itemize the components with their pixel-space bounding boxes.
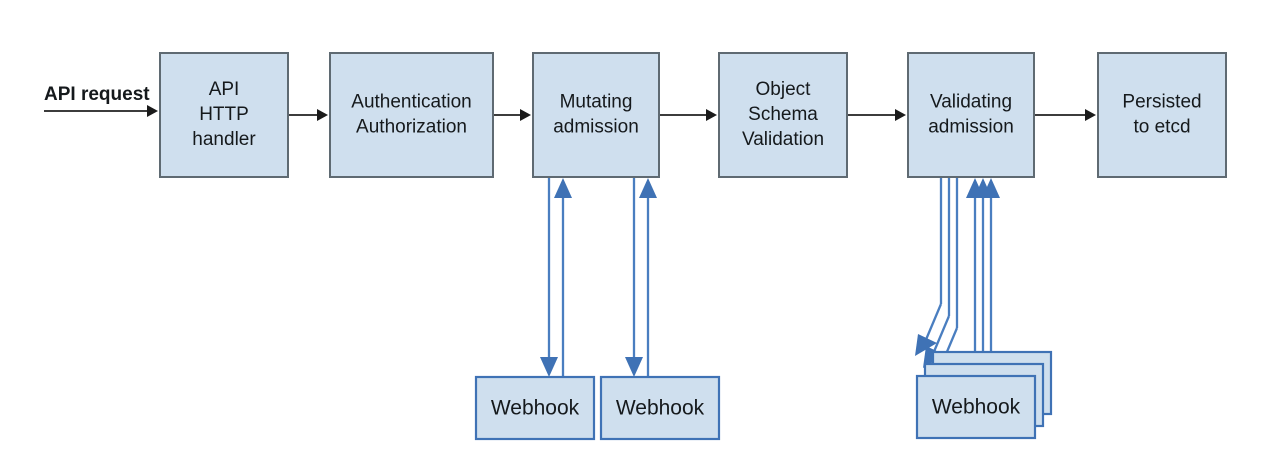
webhook-up-arrowhead	[639, 178, 657, 198]
flow-arrow-schema-to-validating	[847, 109, 906, 121]
flow-arrow-head	[520, 109, 531, 121]
stage-mutating-admission[interactable]: Mutating admission	[532, 52, 660, 178]
flow-arrow-layer	[288, 109, 1096, 121]
stage-label-authentication-authorization: Authentication	[351, 92, 471, 113]
stage-api-http-handler[interactable]: API HTTP handler	[159, 52, 289, 178]
stage-label-validating-admission: Validating	[930, 92, 1012, 113]
webhook-arrows-mutating-webhook-2	[625, 178, 657, 377]
stage-box-validating-admission	[907, 52, 1035, 178]
entry-label-layer: API request	[44, 84, 158, 117]
stage-label-validating-admission: admission	[928, 117, 1014, 138]
webhook-down-arrowhead	[625, 357, 643, 377]
stage-label-persisted-to-etcd: to etcd	[1133, 117, 1190, 138]
webhook-down-arrowhead	[540, 357, 558, 377]
webhook-stack-down-arrowhead	[915, 334, 937, 356]
flow-arrow-head	[895, 109, 906, 121]
stage-box-authentication-authorization	[329, 52, 494, 178]
stage-persisted-to-etcd[interactable]: Persisted to etcd	[1097, 52, 1227, 178]
entry-arrow: API request	[44, 84, 158, 117]
webhook-label: Webhook	[932, 396, 1021, 419]
webhook-stack-down-diagonal	[931, 315, 951, 355]
webhook-box	[599, 375, 721, 441]
stage-label-mutating-admission: Mutating	[560, 92, 633, 113]
stage-label-persisted-to-etcd: Persisted	[1122, 92, 1201, 113]
stage-label-object-schema-validation: Object	[756, 79, 812, 100]
webhook-stack-down-diagonal	[923, 303, 943, 343]
webhook-mutating-webhook-2[interactable]: Webhook	[599, 375, 721, 441]
flow-arrow-head	[1085, 109, 1096, 121]
flow-arrow-auth-to-mutating	[493, 109, 531, 121]
stage-box-api-http-handler	[159, 52, 289, 178]
stage-label-api-http-handler: API	[209, 79, 240, 100]
stage-box-layer: API HTTP handler AuthenticationAuthorizatio…	[159, 52, 1227, 178]
webhook-box	[474, 375, 596, 441]
webhook-box-layer: Webhook Webhook Webhook	[474, 350, 1053, 441]
flow-arrow-mutating-to-schema	[659, 109, 717, 121]
webhook-arrows-mutating-webhook-1	[540, 178, 572, 377]
webhook-label: Webhook	[491, 397, 580, 420]
stage-label-object-schema-validation: Schema	[748, 104, 818, 125]
entry-label: API request	[44, 84, 150, 105]
flow-arrow-handler-to-auth	[288, 109, 328, 121]
stage-label-object-schema-validation: Validation	[742, 129, 824, 150]
webhook-mutating-webhook-1[interactable]: Webhook	[474, 375, 596, 441]
entry-arrow-head	[147, 105, 158, 117]
webhook-arrows-validating-webhook-stack	[915, 178, 1000, 380]
webhook-stack-validating-webhook-stack[interactable]: Webhook	[915, 350, 1053, 440]
stage-label-api-http-handler: HTTP	[199, 104, 249, 125]
stage-box-persisted-to-etcd	[1097, 52, 1227, 178]
stage-box-mutating-admission	[532, 52, 660, 178]
stage-validating-admission[interactable]: Validating admission	[907, 52, 1035, 178]
stage-label-mutating-admission: admission	[553, 117, 639, 138]
flow-arrow-validating-to-etcd	[1034, 109, 1096, 121]
webhook-box	[915, 374, 1037, 440]
webhook-label: Webhook	[616, 397, 705, 420]
flow-arrow-head	[317, 109, 328, 121]
stage-label-api-http-handler: handler	[192, 129, 256, 150]
webhook-up-arrowhead	[554, 178, 572, 198]
webhook-stack-up-arrowhead	[982, 178, 1000, 198]
webhook-arrow-layer	[540, 178, 1000, 380]
stage-label-authentication-authorization: Authorization	[356, 117, 467, 138]
stage-box-object-schema-validation	[718, 52, 848, 178]
flow-arrow-head	[706, 109, 717, 121]
